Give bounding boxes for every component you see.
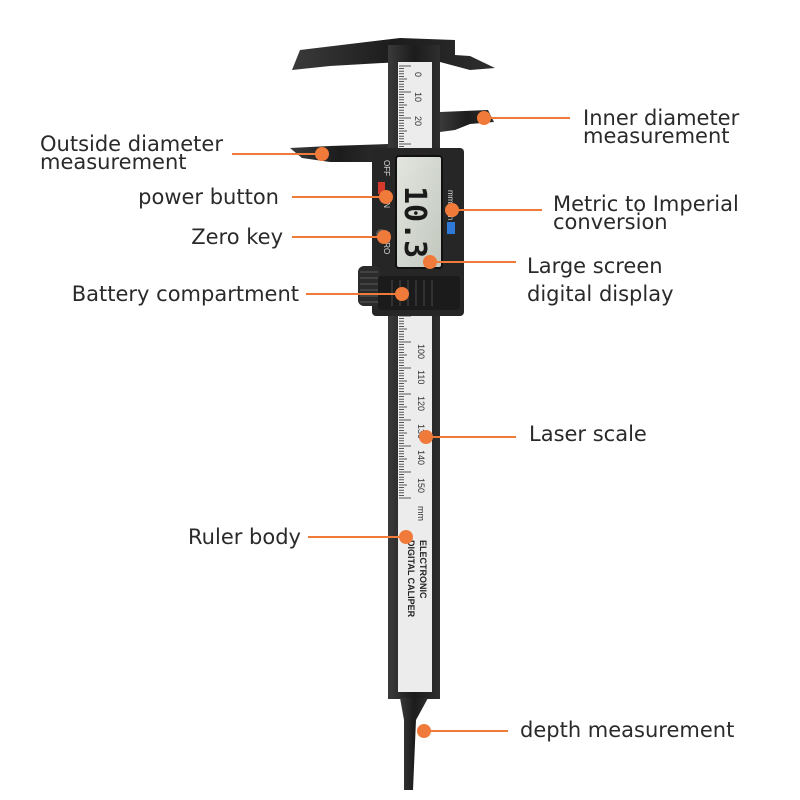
engraving-line-1: ELECTRONIC <box>418 540 428 599</box>
thumb-wheel-grip <box>360 271 378 303</box>
callout-battery: Battery compartment <box>71 282 299 306</box>
tick-label-130: 130 <box>416 424 426 439</box>
scale-ticks-lower <box>399 315 411 499</box>
power-button[interactable] <box>378 182 385 194</box>
callout-ruler-body: Ruler body <box>188 525 301 549</box>
lcd-readout: 10.3 <box>397 186 432 258</box>
engraving-line-2: DIGITAL CALIPER <box>406 540 416 618</box>
scale-strip-lower <box>398 312 432 692</box>
upper-tick-labels: 0 10 20 <box>413 72 423 126</box>
callout-outside-diameter-line-2: measurement <box>40 150 187 174</box>
unit-conversion-button[interactable] <box>447 222 455 234</box>
lcd-screen <box>395 155 443 269</box>
callout-outside-diameter: Outside diameter measurement <box>40 132 223 174</box>
callout-outside-diameter-line-1: Outside diameter <box>40 132 223 156</box>
tick-label-110: 110 <box>416 370 426 384</box>
tick-label-150: 150 <box>416 478 426 493</box>
tick-label-120: 120 <box>416 396 426 411</box>
tick-label-140: 140 <box>416 450 426 465</box>
callout-metric-imperial-line-2: conversion <box>553 210 668 234</box>
callout-power-button: power button <box>138 185 279 209</box>
tick-label-10: 10 <box>413 92 423 102</box>
callout-large-screen: Large screen digital display <box>527 252 674 308</box>
moving-outer-jaw <box>290 144 388 162</box>
callout-lines <box>232 111 570 738</box>
callout-large-screen-line-1: Large screen <box>527 254 663 278</box>
battery-compartment <box>378 276 460 310</box>
scale-unit-label: mm <box>416 506 426 521</box>
callout-metric-imperial: Metric to Imperial conversion <box>553 192 739 234</box>
engraving: ELECTRONIC DIGITAL CALIPER <box>406 540 428 618</box>
tick-label-100: 100 <box>416 344 426 359</box>
lower-tick-labels: 100 110 120 130 140 150 mm <box>416 344 426 521</box>
callout-zero-key: Zero key <box>191 225 283 249</box>
tick-label-0: 0 <box>413 72 423 77</box>
callout-large-screen-line-2: digital display <box>527 282 674 306</box>
callout-depth: depth measurement <box>520 718 735 742</box>
callout-laser-scale: Laser scale <box>529 422 647 446</box>
depth-rod <box>400 698 428 790</box>
callout-inner-diameter-line-1: Inner diameter <box>583 106 740 130</box>
tick-label-20: 20 <box>413 116 423 126</box>
callout-metric-imperial-line-1: Metric to Imperial <box>553 192 739 216</box>
off-label: OFF <box>382 160 391 176</box>
callout-inner-diameter-line-2: measurement <box>583 124 730 148</box>
scale-ticks-upper <box>399 65 411 150</box>
callout-inner-diameter: Inner diameter measurement <box>583 106 740 148</box>
